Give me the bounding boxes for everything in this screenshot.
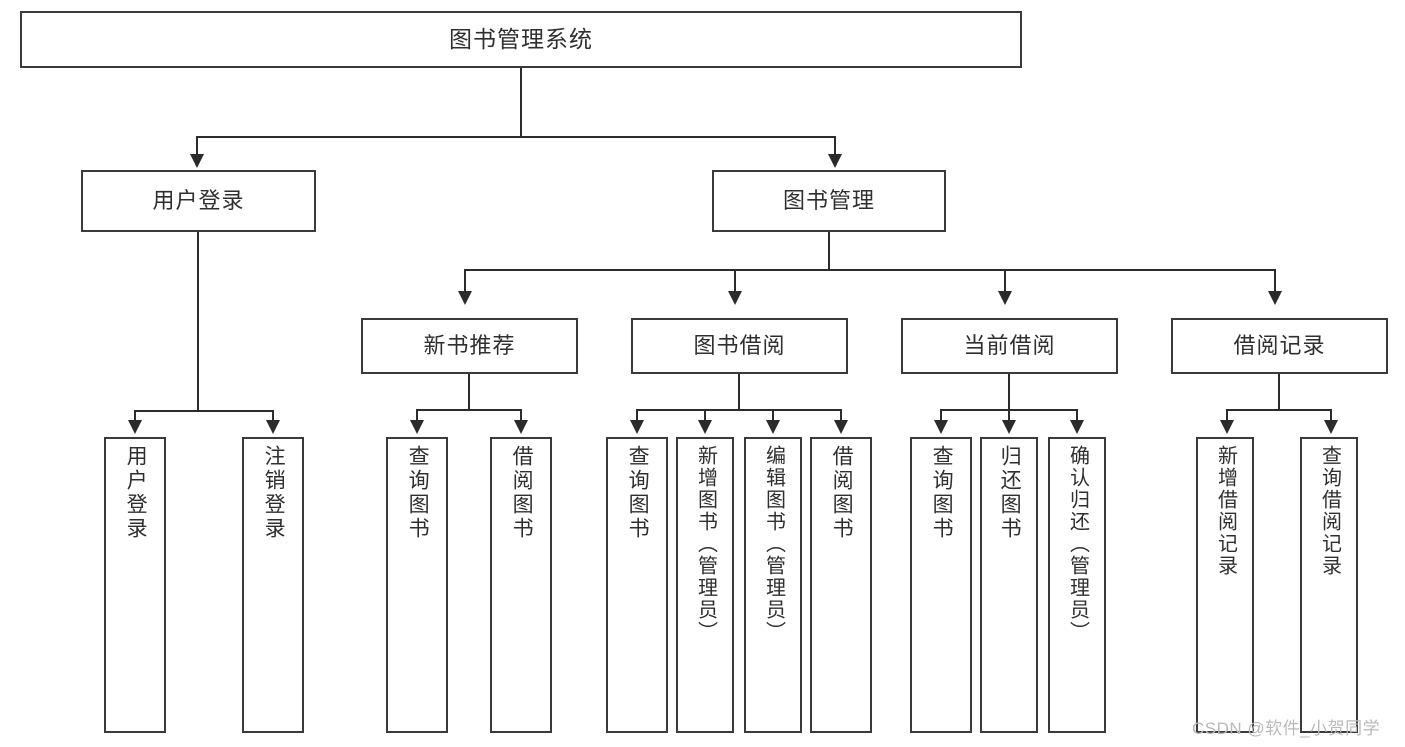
node-new-book-recommend[interactable]: 新书推荐: [361, 318, 578, 374]
edge-drop-b4: [840, 409, 842, 422]
arrow-book-manage-icon: [828, 154, 842, 168]
leaf-return-book[interactable]: 归还图书: [980, 437, 1038, 733]
arrow-b4-icon: [834, 420, 848, 434]
edge-drop-c3: [1076, 409, 1078, 422]
arrow-b3-icon: [766, 420, 780, 434]
node-book-borrow[interactable]: 图书借阅: [631, 318, 848, 374]
edge-drop-b3: [772, 409, 774, 422]
edge-drop-borrow-record: [1274, 269, 1276, 293]
leaf-confirm-return-admin[interactable]: 确认归还（管理员）: [1048, 437, 1106, 733]
arrow-book-borrow-icon: [728, 291, 742, 305]
arrow-c3-icon: [1070, 420, 1084, 434]
arrow-borrow-record-icon: [1268, 291, 1282, 305]
leaf-user-login[interactable]: 用户登录: [104, 437, 166, 733]
edge-book-borrow-bar: [636, 409, 842, 411]
edge-book-borrow-stem: [738, 374, 740, 410]
edge-drop-new-book-rec: [464, 269, 466, 293]
csdn-watermark: CSDN @软件_小贺同学: [1192, 719, 1381, 738]
leaf-logout[interactable]: 注销登录: [242, 437, 304, 733]
edge-level3-bar: [464, 269, 1276, 271]
edge-drop-book-borrow: [734, 269, 736, 293]
edge-drop-a1: [416, 409, 418, 422]
arrow-leaf-user-login-icon: [128, 420, 142, 434]
leaf-query-book-3[interactable]: 查询图书: [910, 437, 972, 733]
node-current-borrow[interactable]: 当前借阅: [901, 318, 1118, 374]
arrow-b1-icon: [630, 420, 644, 434]
leaf-add-book-admin[interactable]: 新增图书（管理员）: [676, 437, 734, 733]
arrow-b2-icon: [698, 420, 712, 434]
node-root-book-management-system[interactable]: 图书管理系统: [20, 11, 1022, 68]
edge-new-book-rec-stem: [468, 374, 470, 410]
arrow-a2-icon: [514, 420, 528, 434]
edge-drop-c2: [1008, 409, 1010, 422]
edge-drop-c1: [940, 409, 942, 422]
arrow-new-book-rec-icon: [458, 291, 472, 305]
edge-new-book-rec-bar: [416, 409, 522, 411]
leaf-query-book-1[interactable]: 查询图书: [386, 437, 448, 733]
edge-drop-b2: [704, 409, 706, 422]
leaf-edit-book-admin[interactable]: 编辑图书（管理员）: [744, 437, 802, 733]
arrow-c1-icon: [934, 420, 948, 434]
node-borrow-record[interactable]: 借阅记录: [1171, 318, 1388, 374]
arrow-c2-icon: [1002, 420, 1016, 434]
edge-drop-current-borrow: [1004, 269, 1006, 293]
arrow-d1-icon: [1220, 420, 1234, 434]
edge-drop-d2: [1330, 409, 1332, 422]
edge-drop-leaf-user-login: [134, 410, 136, 422]
edge-drop-user-login: [196, 136, 198, 156]
edge-drop-b1: [636, 409, 638, 422]
edge-borrow-record-bar: [1226, 409, 1332, 411]
edge-borrow-record-stem: [1278, 374, 1280, 410]
edge-user-login-leaf-bar: [134, 410, 274, 412]
edge-level2-bar: [196, 136, 836, 138]
arrow-current-borrow-icon: [998, 291, 1012, 305]
arrow-user-login-icon: [190, 154, 204, 168]
edge-user-login-stem: [197, 232, 199, 412]
arrow-a1-icon: [410, 420, 424, 434]
leaf-query-borrow-record[interactable]: 查询借阅记录: [1300, 437, 1358, 733]
edge-drop-d1: [1226, 409, 1228, 422]
edge-current-borrow-stem: [1008, 374, 1010, 410]
edge-root-stem: [520, 68, 522, 136]
arrow-d2-icon: [1324, 420, 1338, 434]
edge-book-manage-stem: [828, 232, 830, 270]
leaf-borrow-book-2[interactable]: 借阅图书: [810, 437, 872, 733]
edge-drop-leaf-logout: [272, 410, 274, 422]
edge-drop-book-manage: [834, 136, 836, 156]
leaf-borrow-book-1[interactable]: 借阅图书: [490, 437, 552, 733]
node-book-management[interactable]: 图书管理: [712, 170, 946, 232]
node-user-login[interactable]: 用户登录: [81, 170, 316, 232]
edge-drop-a2: [520, 409, 522, 422]
leaf-add-borrow-record[interactable]: 新增借阅记录: [1196, 437, 1254, 733]
leaf-query-book-2[interactable]: 查询图书: [606, 437, 668, 733]
arrow-leaf-logout-icon: [266, 420, 280, 434]
